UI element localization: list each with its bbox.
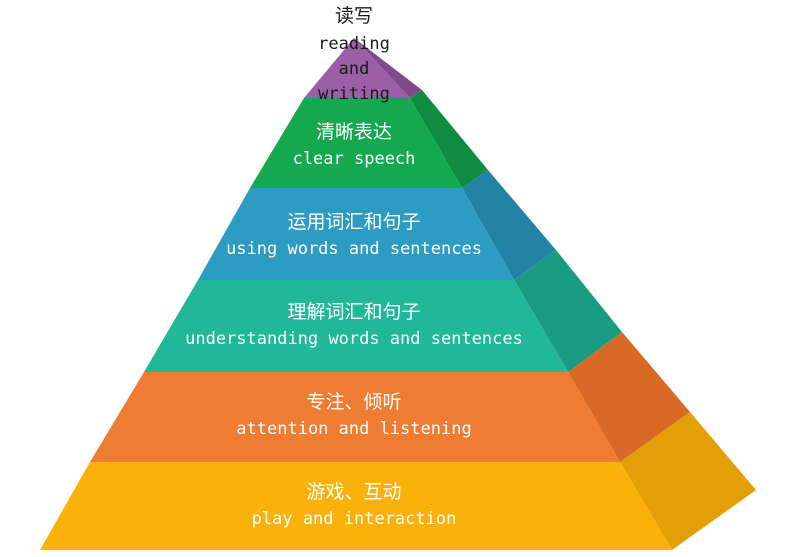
tier-understanding-words-side xyxy=(514,250,622,372)
tier-using-words-front xyxy=(198,188,514,280)
tier-attention-listening-front xyxy=(90,372,620,462)
tier-using-words-en: using words and sentences xyxy=(226,239,482,259)
tier-play-interaction-en: play and interaction xyxy=(252,509,457,529)
tier-play-interaction-zh: 游戏、互动 xyxy=(306,481,401,503)
tier-play-interaction-side xyxy=(620,412,756,550)
tier-play-interaction-front xyxy=(40,462,672,550)
tier-play-interaction: 游戏、互动 play and interaction xyxy=(40,412,756,550)
tier-reading-writing: 读写 reading and writing xyxy=(304,5,422,104)
tier-reading-writing-en-line3: writing xyxy=(318,84,390,104)
tier-attention-listening: 专注、倾听 attention and listening xyxy=(90,332,690,462)
tier-attention-listening-zh: 专注、倾听 xyxy=(306,391,401,413)
tier-reading-writing-front xyxy=(304,38,410,98)
tier-using-words-zh: 运用词汇和句子 xyxy=(287,211,420,233)
tier-understanding-words-zh: 理解词汇和句子 xyxy=(287,301,420,323)
tier-attention-listening-en: attention and listening xyxy=(236,419,471,439)
tier-clear-speech-zh: 清晰表达 xyxy=(316,121,392,143)
tier-attention-listening-side xyxy=(568,332,690,462)
tier-clear-speech-en: clear speech xyxy=(293,149,416,169)
tier-using-words: 运用词汇和句子 using words and sentences xyxy=(198,170,556,280)
tier-clear-speech: 清晰表达 clear speech xyxy=(250,90,488,188)
tier-clear-speech-side xyxy=(410,90,488,188)
tier-reading-writing-en-line2: and xyxy=(339,59,370,79)
tier-using-words-side xyxy=(462,170,556,280)
tier-clear-speech-front xyxy=(250,98,462,188)
tier-understanding-words: 理解词汇和句子 understanding words and sentence… xyxy=(144,250,622,372)
tier-reading-writing-side xyxy=(354,38,422,98)
tier-understanding-words-en: understanding words and sentences xyxy=(185,329,523,349)
tier-understanding-words-front xyxy=(144,280,568,372)
tier-reading-writing-zh: 读写 xyxy=(335,5,373,27)
tier-reading-writing-en-line1: reading xyxy=(318,34,390,54)
